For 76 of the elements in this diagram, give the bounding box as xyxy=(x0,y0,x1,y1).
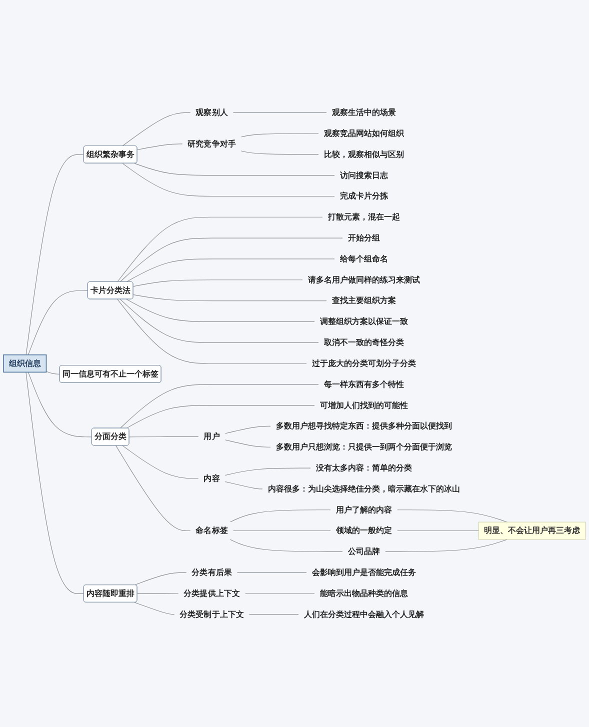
node-box: 组织信息 xyxy=(3,354,47,373)
connector xyxy=(120,238,343,282)
connector xyxy=(396,530,479,532)
node-text: 开始分组 xyxy=(348,233,380,243)
node-text: 取消不一致的奇怪分类 xyxy=(324,338,404,348)
connector xyxy=(232,112,327,113)
connector xyxy=(120,384,319,429)
connector xyxy=(248,614,299,615)
connector xyxy=(232,530,331,532)
connector xyxy=(126,258,335,282)
connector xyxy=(224,468,311,476)
connector xyxy=(240,150,319,155)
connector xyxy=(134,572,187,586)
node-text: 打散元素，混在一起 xyxy=(328,212,400,222)
connector xyxy=(136,144,183,150)
connector xyxy=(134,602,175,615)
connector xyxy=(126,298,315,322)
node-text: 会影响到用户是否能完成任务 xyxy=(312,568,416,578)
node-text: 多数用户想寻找特定东西：提供多种分面以便找到 xyxy=(276,422,452,431)
node-text: 请多名用户做同样的练习来测试 xyxy=(308,275,420,285)
connector xyxy=(122,445,199,479)
connector xyxy=(236,572,307,573)
node-text: 人们在分类过程中会融入个人见解 xyxy=(304,610,424,620)
node-text: 观察生活中的场景 xyxy=(332,108,396,118)
connector xyxy=(132,280,303,287)
connector xyxy=(26,372,84,594)
node-text: 领域的一般约定 xyxy=(336,526,392,536)
node-text: 可增加人们找到的可能性 xyxy=(320,400,408,410)
node-text: 访问搜索日志 xyxy=(340,170,388,180)
connector xyxy=(122,163,335,197)
connector xyxy=(240,133,319,138)
connector xyxy=(396,510,508,522)
connector xyxy=(224,481,263,490)
node-text: 公司品牌 xyxy=(348,547,380,556)
node-text: 多数用户只想浏览：只提供一到两个分面便于浏览 xyxy=(276,442,452,452)
node-text: 观察别人 xyxy=(196,108,228,118)
connector xyxy=(224,440,271,448)
node-text: 能暗示出物品种类的信息 xyxy=(320,588,408,598)
node-text: 用户 xyxy=(204,432,220,442)
connector xyxy=(230,539,343,552)
connector xyxy=(244,593,315,594)
node-text: 命名标签 xyxy=(196,526,228,536)
node-text: 给每个组命名 xyxy=(340,254,388,264)
connector xyxy=(116,445,191,532)
connector xyxy=(120,298,319,343)
connector xyxy=(126,405,315,429)
connector xyxy=(46,371,60,374)
node-text: 过于庞大的分类可划分子分类 xyxy=(312,358,416,368)
node-text: 研究竞争对手 xyxy=(188,139,236,149)
node-text: 分类提供上下文 xyxy=(184,588,240,598)
connector xyxy=(117,216,323,282)
node-text: 调整组织方案以保证一致 xyxy=(320,317,408,326)
connector xyxy=(26,154,84,356)
connector xyxy=(28,290,88,356)
node-text: 查找主要组织方案 xyxy=(332,296,396,306)
node-text: 分类受制于上下文 xyxy=(180,610,244,620)
connector xyxy=(384,539,508,552)
connector xyxy=(224,426,271,434)
node-text: 每一样东西有多个特性 xyxy=(324,380,404,390)
connector xyxy=(117,298,307,364)
connector xyxy=(134,163,335,176)
connector xyxy=(28,372,92,438)
connector xyxy=(132,294,327,302)
connector xyxy=(122,112,191,146)
node-box: 明显、不会让用户再三考虑 xyxy=(478,522,586,540)
node-text: 观察竞品网站如何组织 xyxy=(324,128,404,138)
connector xyxy=(136,593,179,594)
node-text: 用户了解的内容 xyxy=(336,505,392,515)
connector xyxy=(230,510,331,522)
connector xyxy=(128,436,199,438)
node-text: 没有太多内容：简单的分类 xyxy=(316,463,412,473)
node-text: 内容 xyxy=(204,474,220,484)
node-text: 完成卡片分拣 xyxy=(340,192,388,201)
node-text: 分类有后果 xyxy=(192,568,232,578)
node-text: 比较，观察相似与区别 xyxy=(324,150,404,160)
node-text: 内容很多：为山尖选择绝佳分类，暗示藏在水下的冰山 xyxy=(268,484,460,494)
